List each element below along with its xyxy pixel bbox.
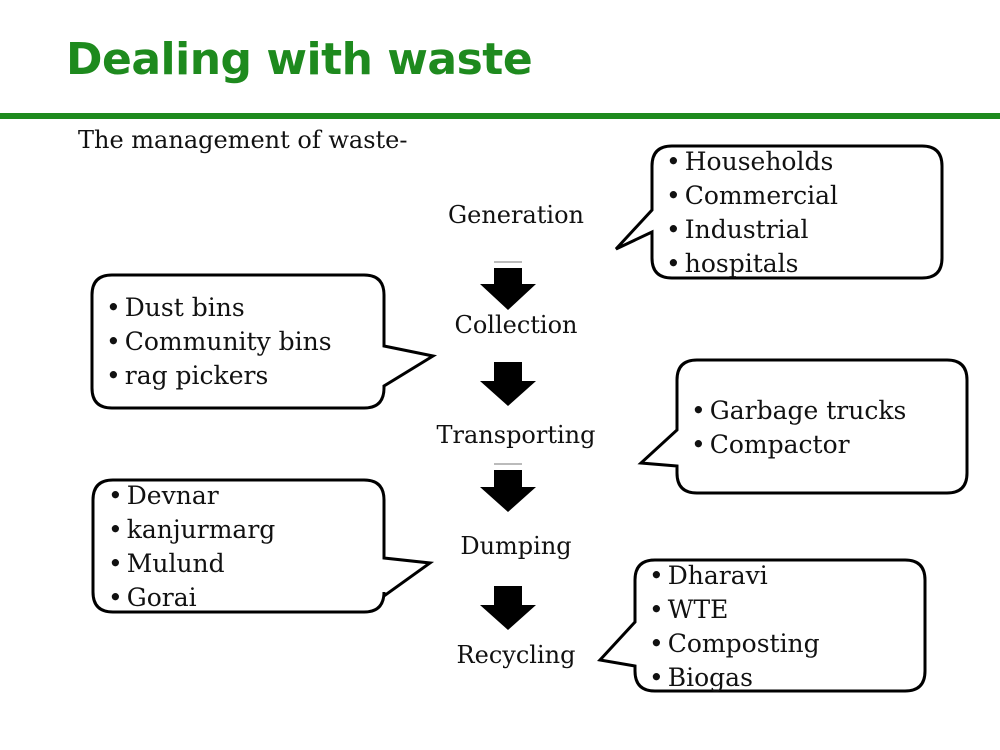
list-item: Gorai bbox=[108, 581, 275, 615]
down-arrow-icon bbox=[480, 463, 536, 512]
list-item: kanjurmarg bbox=[108, 513, 276, 547]
list-item: Dust bins bbox=[106, 291, 332, 325]
subtitle: The management of waste- bbox=[78, 126, 408, 154]
stage-dumping: Dumping bbox=[460, 532, 572, 560]
callout-dumping: Devnar kanjurmarg Mulund Gorai bbox=[108, 479, 276, 615]
stage-recycling: Recycling bbox=[456, 641, 576, 669]
list-item: Industrial bbox=[666, 213, 838, 247]
list-item: Composting bbox=[649, 627, 820, 661]
list-item: hospitals bbox=[666, 247, 838, 281]
list-item: Biogas bbox=[649, 661, 820, 695]
callout-transporting: Garbage trucks Compactor bbox=[691, 394, 907, 462]
stage-transporting: Transporting bbox=[436, 421, 596, 449]
list-item: Devnar bbox=[108, 479, 275, 513]
list-item: Dharavi bbox=[649, 559, 820, 593]
page-title: Dealing with waste bbox=[66, 34, 533, 85]
down-arrow-icon bbox=[480, 586, 536, 630]
list-item: Households bbox=[666, 145, 838, 179]
down-arrow-icon bbox=[480, 261, 536, 310]
list-item: Commercial bbox=[666, 179, 838, 213]
list-item: rag pickers bbox=[106, 359, 332, 393]
list-item: WTE bbox=[649, 593, 820, 627]
list-item: Mulund bbox=[108, 547, 275, 581]
list-item: Compactor bbox=[691, 428, 906, 462]
callout-generation: Households Commercial Industrial hospita… bbox=[666, 145, 838, 281]
list-item: Garbage trucks bbox=[691, 394, 907, 428]
stage-generation: Generation bbox=[447, 201, 585, 229]
list-item: Community bins bbox=[106, 325, 332, 359]
title-underline bbox=[0, 113, 1000, 119]
callout-recycling: Dharavi WTE Composting Biogas bbox=[649, 559, 820, 695]
down-arrow-icon bbox=[480, 362, 536, 406]
stage-collection: Collection bbox=[454, 311, 578, 339]
callout-collection: Dust bins Community bins rag pickers bbox=[106, 291, 332, 393]
